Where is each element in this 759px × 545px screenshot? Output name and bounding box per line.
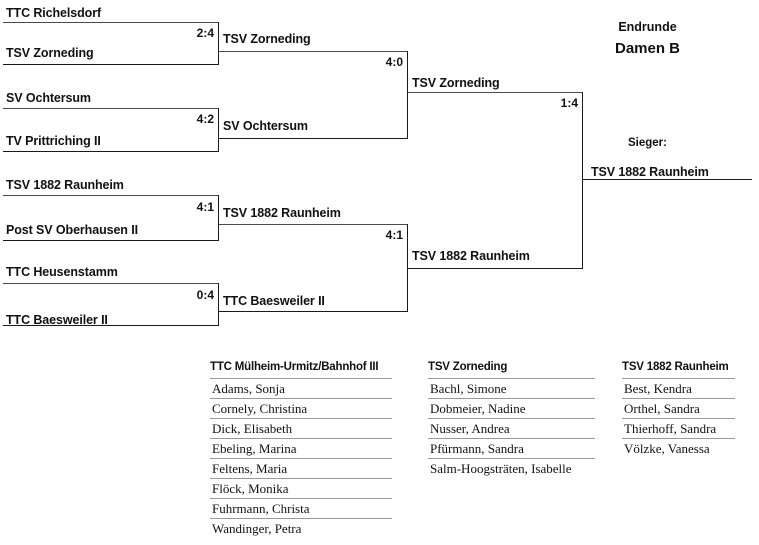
final-bottom-rule	[408, 268, 583, 269]
roster-3-player-4: Völzke, Vanessa	[622, 438, 735, 458]
r1-m3-top-rule	[3, 195, 219, 196]
winner-label: Sieger:	[628, 137, 667, 149]
roster-2-team: TSV Zorneding	[428, 361, 508, 373]
r2-m1-right-connector	[407, 51, 408, 139]
r1-m2-score: 4:2	[196, 112, 214, 126]
final-right-connector	[582, 92, 583, 269]
r1-m4-team-top: TTC Heusenstamm	[6, 265, 118, 279]
r2-m2-bottom-rule	[219, 311, 408, 312]
r1-m2-team-bottom: TV Prittriching II	[6, 134, 101, 148]
r1-m4-right-connector	[218, 283, 219, 326]
roster-2-player-2: Dobmeier, Nadine	[428, 398, 595, 418]
r2-m2-team-bottom: TTC Baesweiler II	[223, 294, 325, 308]
final-score: 1:4	[560, 96, 578, 110]
r1-m4-team-bottom: TTC Baesweiler II	[6, 313, 108, 327]
r1-m1-bottom-rule	[3, 64, 219, 65]
roster-1-player-4: Ebeling, Marina	[210, 438, 392, 458]
r1-m1-score: 2:4	[196, 26, 214, 40]
r1-m1-top-rule	[3, 22, 219, 23]
roster-2-player-4: Pfürmann, Sandra	[428, 438, 595, 458]
roster-1-player-8: Wandinger, Petra	[210, 518, 392, 538]
final-team-bottom: TSV 1882 Raunheim	[412, 249, 530, 263]
roster-2-player-1: Bachl, Simone	[428, 378, 595, 398]
r2-m1-team-top: TSV Zorneding	[223, 32, 311, 46]
r1-m1-team-top: TTC Richelsdorf	[6, 6, 102, 20]
r2-m2-top-rule	[219, 224, 408, 225]
r2-m2-right-connector	[407, 224, 408, 312]
r1-m4-bottom-rule	[3, 325, 219, 326]
r1-m3-score: 4:1	[196, 200, 214, 214]
roster-3-team: TSV 1882 Raunheim	[622, 361, 729, 373]
roster-table-3: TSV 1882 Raunheim Best, Kendra Orthel, S…	[622, 360, 735, 458]
r1-m2-team-top: SV Ochtersum	[6, 91, 91, 105]
r2-m2-team-top: TSV 1882 Raunheim	[223, 206, 341, 220]
r2-m1-top-rule	[219, 51, 408, 52]
r2-m1-score: 4:0	[385, 55, 403, 69]
r1-m2-right-connector	[218, 108, 219, 152]
winner-name: TSV 1882 Raunheim	[591, 165, 709, 179]
roster-3-player-2: Orthel, Sandra	[622, 398, 735, 418]
r2-m1-team-bottom: SV Ochtersum	[223, 119, 308, 133]
final-top-rule	[408, 92, 583, 93]
final-team-top: TSV Zorneding	[412, 76, 500, 90]
r1-m3-right-connector	[218, 195, 219, 241]
roster-1-player-7: Fuhrmann, Christa	[210, 498, 392, 518]
r1-m4-top-rule	[3, 283, 219, 284]
r1-m3-bottom-rule	[3, 240, 219, 241]
r1-m2-bottom-rule	[3, 151, 219, 152]
r2-m2-score: 4:1	[385, 228, 403, 242]
r1-m1-team-bottom: TSV Zorneding	[6, 46, 94, 60]
roster-table-1: TTC Mülheim-Urmitz/Bahnhof III Adams, So…	[210, 360, 392, 538]
winner-rule	[583, 179, 752, 180]
r1-m4-score: 0:4	[196, 288, 214, 302]
roster-1-player-6: Flöck, Monika	[210, 478, 392, 498]
r1-m3-team-top: TSV 1882 Raunheim	[6, 178, 124, 192]
page-title-category: Damen B	[614, 40, 681, 57]
roster-1-player-1: Adams, Sonja	[210, 378, 392, 398]
roster-1-player-3: Dick, Elisabeth	[210, 418, 392, 438]
roster-2-player-3: Nusser, Andrea	[428, 418, 595, 438]
r1-m1-right-connector	[218, 22, 219, 65]
roster-2-player-5: Salm-Hoogsträten, Isabelle	[428, 458, 595, 478]
roster-3-player-1: Best, Kendra	[622, 378, 735, 398]
page-title-round: Endrunde	[618, 20, 677, 34]
roster-1-team: TTC Mülheim-Urmitz/Bahnhof III	[210, 361, 379, 373]
roster-3-player-3: Thierhoff, Sandra	[622, 418, 735, 438]
roster-table-2: TSV Zorneding Bachl, Simone Dobmeier, Na…	[428, 360, 595, 478]
r1-m2-top-rule	[3, 108, 219, 109]
r1-m3-team-bottom: Post SV Oberhausen II	[6, 223, 138, 237]
roster-1-player-2: Cornely, Christina	[210, 398, 392, 418]
roster-1-player-5: Feltens, Maria	[210, 458, 392, 478]
r2-m1-bottom-rule	[219, 138, 408, 139]
